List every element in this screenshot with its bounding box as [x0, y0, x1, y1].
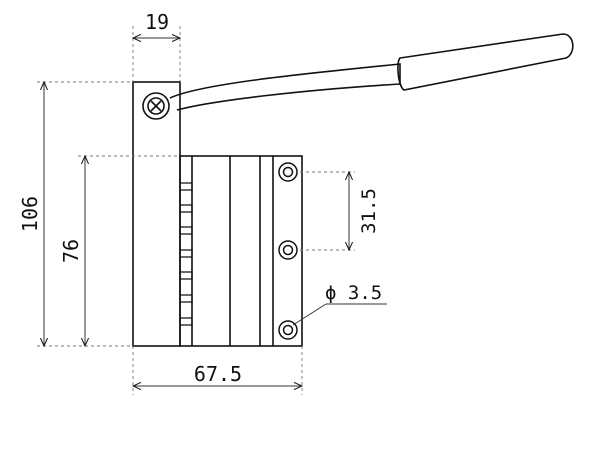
dim-top-width: 19: [145, 10, 169, 34]
string-notches: [180, 182, 193, 326]
bridge-body: [132, 81, 303, 347]
dim-hole-spacing: 31.5: [358, 188, 380, 234]
mounting-hole-bottom: [278, 320, 298, 340]
arm-rod: [169, 63, 401, 111]
dimension-lines: [44, 38, 387, 386]
mounting-hole-top: [278, 162, 298, 182]
arm-tip-grip: [397, 33, 574, 91]
tremolo-arm: [169, 33, 574, 111]
dim-hole-diameter: ϕ 3.5: [325, 282, 382, 304]
mounting-hole-icon: [278, 162, 298, 340]
cross-screw-icon: [142, 92, 170, 120]
dim-base-width: 67.5: [194, 362, 242, 386]
dim-total-height: 106: [18, 196, 42, 232]
dim-base-height: 76: [59, 239, 83, 263]
dim-leader-hole-diameter: [292, 303, 327, 326]
base-plate: [179, 155, 303, 347]
vertical-plate: [132, 81, 181, 347]
mounting-hole-middle: [278, 240, 298, 260]
